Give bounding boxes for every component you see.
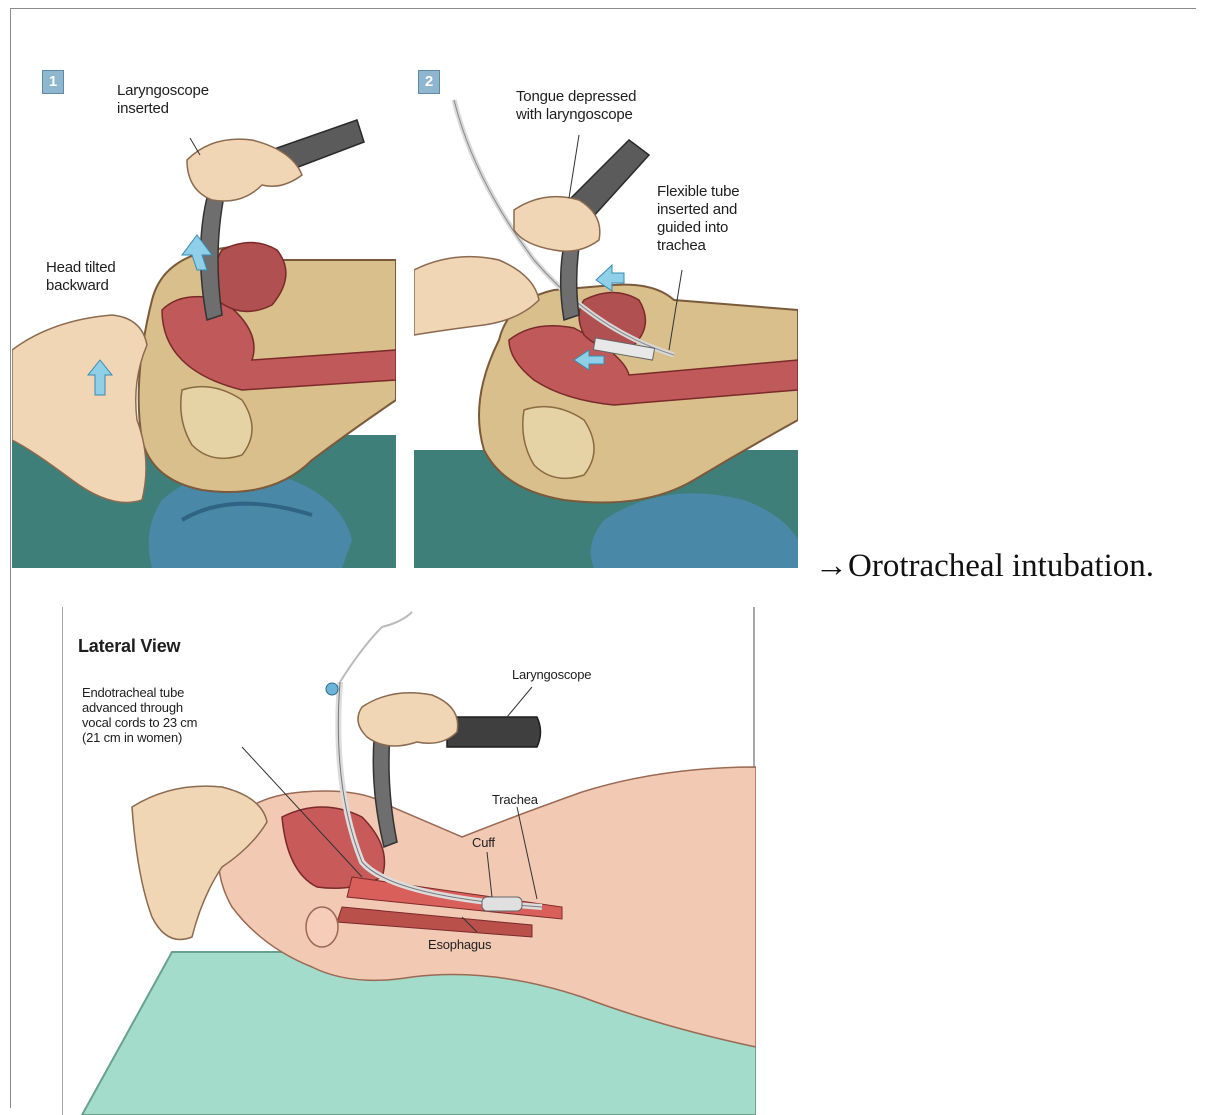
label-laryngoscope-inserted: Laryngoscope inserted xyxy=(117,82,209,118)
label-tongue-depressed: Tongue depressed with laryngoscope xyxy=(516,88,636,124)
tongue xyxy=(213,243,286,312)
frame-top-border xyxy=(10,8,1196,9)
frame-left-border xyxy=(10,8,11,1108)
tube-cuff xyxy=(482,897,522,911)
step-number-badge: 1 xyxy=(42,70,64,94)
caption-orotracheal-intubation: →Orotracheal intubation. xyxy=(815,548,1154,585)
label-cuff: Cuff xyxy=(472,835,495,850)
label-flexible-tube: Flexible tube inserted and guided into t… xyxy=(657,183,739,255)
ear xyxy=(306,907,338,947)
lateral-view-title: Lateral View xyxy=(78,637,180,655)
panel-2-illustration: 2 Tongue depressed with laryngoscope Fle… xyxy=(414,60,798,568)
label-head-tilted: Head tilted backward xyxy=(46,259,116,295)
label-esophagus: Esophagus xyxy=(428,937,491,952)
label-laryngoscope: Laryngoscope xyxy=(512,667,591,682)
panel-1-drawing xyxy=(12,60,396,568)
laryngoscope-handle xyxy=(447,717,541,747)
label-endotracheal-tube: Endotracheal tube advanced through vocal… xyxy=(82,685,197,745)
operator-hand-upper xyxy=(358,693,458,746)
panel-2-drawing xyxy=(414,60,798,568)
panel-lateral-view: Lateral View Endotracheal tube advanced … xyxy=(62,607,756,1115)
lateral-view-drawing xyxy=(62,607,756,1115)
panel-1-illustration: 1 Laryngoscope inserted Head tilted back… xyxy=(12,60,396,568)
label-trachea: Trachea xyxy=(492,792,538,807)
step-number-badge: 2 xyxy=(418,70,440,94)
